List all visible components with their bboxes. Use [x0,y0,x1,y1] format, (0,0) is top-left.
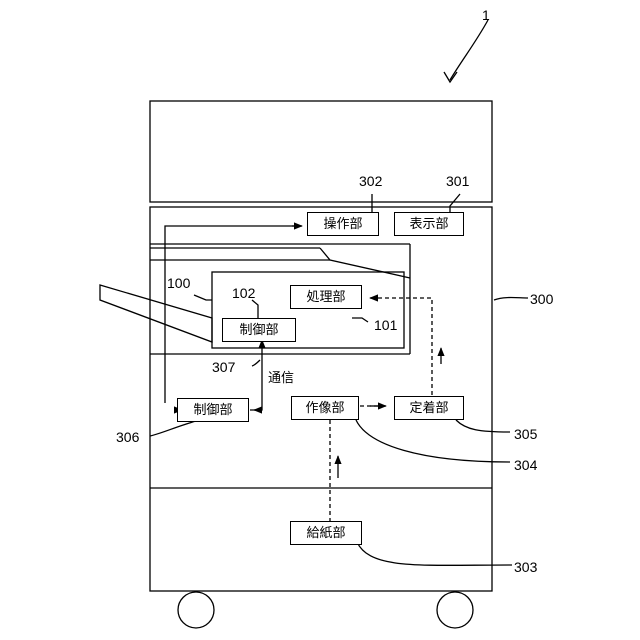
label-module: 100 [167,276,190,290]
label-processing: 101 [374,318,397,332]
fixing-unit-box: 定着部 [394,396,464,420]
main-control-unit-box: 制御部 [177,398,249,422]
output-tray [100,285,212,342]
label-body: 300 [530,292,553,306]
comm-text: 通信 [268,372,294,385]
label-main-control: 306 [116,430,139,444]
label-display: 301 [446,174,469,188]
top-unit [150,101,492,202]
paper-feed-unit-box: 給紙部 [290,521,362,545]
label-device: 1 [482,8,490,22]
label-image-forming: 304 [514,458,537,472]
module-control-unit-box: 制御部 [222,318,296,342]
label-paper-feed: 303 [514,560,537,574]
wheel-right [437,592,473,628]
leader-device [450,20,488,80]
label-module-control: 102 [232,286,255,300]
processing-unit-box: 処理部 [290,285,362,309]
label-operation: 302 [359,174,382,188]
display-unit-box: 表示部 [394,212,464,236]
label-fixing: 305 [514,427,537,441]
image-forming-unit-box: 作像部 [291,396,359,420]
wheel-left [178,592,214,628]
operation-unit-box: 操作部 [307,212,379,236]
label-communication: 307 [212,360,235,374]
